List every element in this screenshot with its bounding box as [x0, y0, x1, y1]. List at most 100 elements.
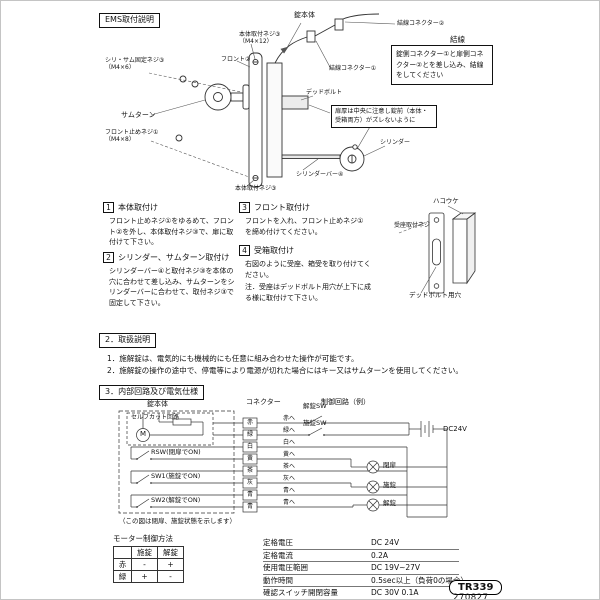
step4-title: 受箱取付け: [254, 246, 294, 255]
label-cylinder: シリンダー: [380, 139, 411, 146]
wire-harness: [274, 36, 308, 64]
circuit-label-lamp1: 閉扉: [383, 461, 396, 469]
spec-label-switch: 確認スイッチ開閉容量: [263, 588, 338, 597]
doc-number-badge: TR339: [449, 580, 503, 595]
motor-header-row: 施錠 解錠: [113, 546, 184, 559]
motor-red-lock: -: [131, 558, 158, 571]
step3-title: フロント取付け: [254, 203, 310, 212]
label-deadbolt-hole: デッドボルト用穴: [409, 291, 461, 299]
step3-header: 3 フロント取付け: [239, 202, 310, 213]
handling-item-2: 2．施解錠の操作の途中で、停電等により電源が切れた場合にはキー又はサムターンを使…: [107, 366, 463, 375]
loose-screw-b: [191, 80, 199, 88]
spec-row-voltage: 定格電圧 DC 24V: [263, 537, 459, 550]
selfcut-block: [126, 412, 214, 446]
connector2-shape: [334, 18, 344, 31]
label-cyl-thumb-screw: シリ・サム固定ネジ③ （M4×6）: [105, 57, 165, 72]
wire-label-5: 茶: [246, 467, 253, 474]
connector1-shape: [306, 30, 316, 43]
rose-plate: [242, 84, 250, 110]
circuit-label-lamp3: 解錠: [383, 499, 396, 507]
step3-body: フロントを入れ、フロント止めネジ①を締め付けてください。: [245, 217, 364, 236]
cylinder-mount-screw: [352, 144, 358, 150]
spec-value-switch: DC 30V 0.1A: [371, 588, 419, 597]
step3-number: 3: [239, 202, 250, 213]
loose-screw-c: [175, 134, 183, 142]
deadbolt-hole: [432, 238, 441, 266]
circuit-section-title-box: 3．内部回路及び電気仕様: [99, 385, 205, 400]
motor-red-label: 赤: [113, 558, 132, 571]
motor-green-unlock: -: [157, 570, 184, 583]
wire-label-3: 白: [246, 443, 253, 450]
wire-label-6: 灰: [246, 479, 253, 486]
doc-date: 270827: [453, 593, 489, 600]
circuit-section-title: 3．内部回路及び電気仕様: [105, 387, 199, 396]
strike-box-front: [452, 218, 468, 284]
wire-dest-8: 青へ: [283, 499, 296, 506]
circuit-state-note: （この図は閉扉、施錠状態を示します）: [119, 517, 236, 525]
loose-screw-a: [179, 75, 187, 83]
label-front-screw: フロント止めネジ① （M4×8）: [105, 129, 159, 144]
motor-control-table: 施錠 解錠 赤 - + 緑 + -: [113, 546, 184, 583]
circuit-label-motor: M: [140, 430, 147, 438]
circuit-diagram: [118, 410, 448, 518]
handling-section-title: 2．取扱説明: [105, 335, 151, 344]
label-deadbolt: デッドボルト: [306, 89, 343, 96]
label-lock-body: 錠本体: [294, 11, 315, 19]
circuit-label-connector: コネクター: [246, 398, 281, 406]
wire-label-2: 緑: [246, 431, 253, 438]
spec-value-voltage: DC 24V: [371, 538, 400, 547]
step1-title: 本体取付け: [118, 203, 158, 212]
circuit-label-lock-sw: 施錠SW: [303, 419, 327, 427]
wire-dest-6: 灰へ: [283, 475, 296, 482]
motor-table-title: モーター制御方法: [113, 534, 173, 543]
step2-title: シリンダー、サムターン取付け: [118, 253, 230, 262]
door-thickness-note: 扉厚は中央に注意し錠前（本体・受箱両方）がズレないように: [331, 105, 437, 129]
handling-section-title-box: 2．取扱説明: [99, 333, 157, 348]
strike-box-diagram: [398, 205, 477, 294]
label-thumbturn: サムターン: [121, 111, 156, 119]
spec-label-voltage: 定格電圧: [263, 538, 293, 547]
motor-row-red: 赤 - +: [113, 558, 184, 571]
circuit-label-selfcut: セルフカット回路: [131, 414, 180, 421]
lock-case: [266, 62, 283, 178]
wire-dest-3: 白へ: [283, 439, 296, 446]
cylinder-bar-shape: [281, 154, 341, 159]
circuit-label-lamp2: 施錠: [383, 481, 396, 489]
label-strike-screw: 受座取付ネジ: [394, 222, 431, 229]
strike-box-side: [466, 212, 476, 285]
wire-dest-1: 赤へ: [283, 415, 296, 422]
label-body-screw-top: 本体取付ネジ③ （M4×12）: [239, 31, 281, 46]
wiring-note-title: 結線: [450, 35, 465, 44]
spec-value-time: 0.5sec以上（負荷0の場合）: [371, 575, 468, 585]
wire-label-8: 青: [246, 503, 253, 510]
motor-green-label: 緑: [113, 570, 132, 583]
step4-body: 右図のように受座、箱受を取り付けてください。: [245, 260, 371, 279]
step4-number: 4: [239, 245, 250, 256]
deadbolt-shape: [281, 95, 309, 110]
motor-green-lock: +: [131, 570, 158, 583]
circuit-label-control: 制御回路（例）: [321, 398, 370, 406]
leader-lines: [150, 21, 396, 187]
circuit-label-sw2: SW2(解錠でON): [151, 496, 201, 504]
wire-dest-5: 茶へ: [283, 463, 296, 470]
label-strike-box: ハコウケ: [433, 197, 459, 205]
axis-lines: [148, 72, 250, 178]
spec-row-switch: 確認スイッチ開閉容量 DC 30V 0.1A: [263, 587, 459, 599]
doc-title-box: EMS取付説明: [99, 13, 161, 28]
wire-label-1: 赤: [246, 419, 253, 426]
step1-body: フロント止めネジ①をゆるめて、フロント②を外し、本体取付ネジ③で、扉に取付けて下…: [109, 217, 234, 246]
circuit-label-sw1: SW1(施錠でON): [151, 472, 201, 480]
spec-label-range: 使用電圧範囲: [263, 563, 308, 572]
motor-red-unlock: +: [157, 558, 184, 571]
label-connector2: 結線コネクター②: [397, 20, 445, 27]
wire-dest-7: 青へ: [283, 487, 296, 494]
wire-label-7: 青: [246, 491, 253, 498]
spec-value-current: 0.2A: [371, 550, 389, 560]
motor-row-green: 緑 + -: [113, 570, 184, 583]
control-circuit-lines: [257, 415, 448, 518]
